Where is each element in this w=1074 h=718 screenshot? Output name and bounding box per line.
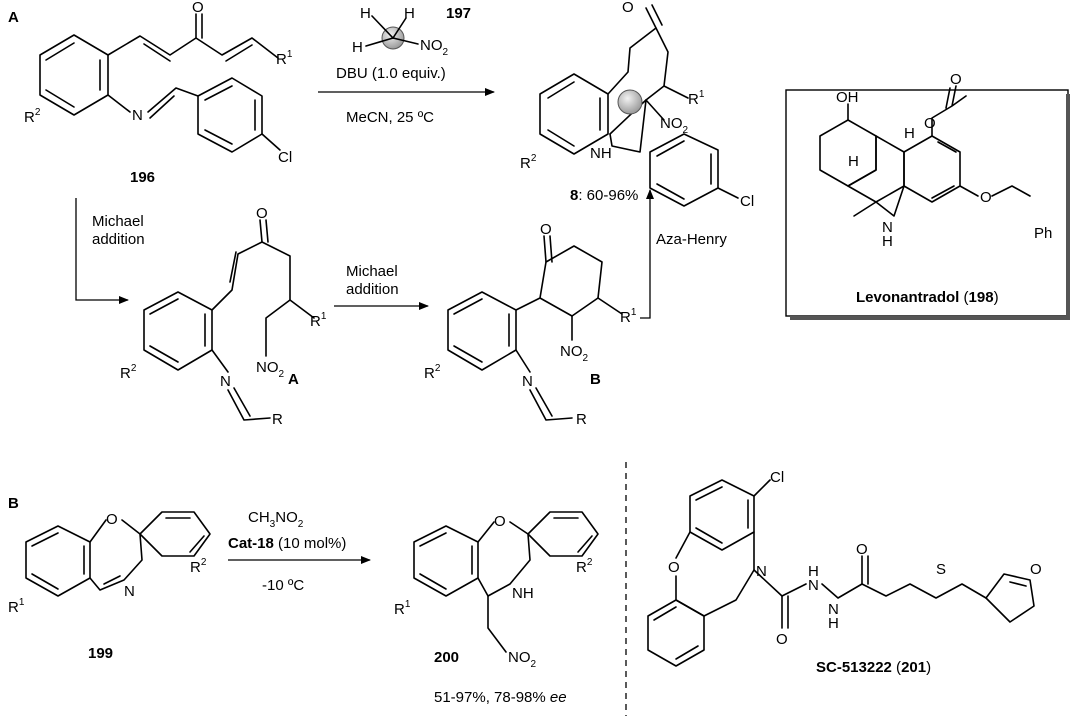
intermediate-b-structure bbox=[447, 235, 623, 421]
compound-200-nitro: NO2 bbox=[508, 649, 537, 670]
aza-henry-arrow bbox=[640, 189, 654, 319]
panel-b-label: B bbox=[8, 495, 19, 512]
compound-197-label: 197 bbox=[446, 5, 471, 22]
reagent-dbu: DBU (1.0 equiv.) bbox=[336, 65, 446, 82]
panel-a-label: A bbox=[8, 9, 19, 26]
levonantradol-label: Levonantradol (198) bbox=[856, 289, 999, 306]
intermediate-a-r: R bbox=[272, 411, 283, 428]
atom-n: N bbox=[132, 107, 143, 124]
atom-cl: Cl bbox=[278, 149, 292, 166]
step1-line2: addition bbox=[92, 231, 145, 248]
compound-200-r1: R1 bbox=[394, 599, 411, 618]
intermediate-a-label: A bbox=[288, 371, 299, 388]
compound-201-nh1: NH bbox=[808, 563, 819, 594]
intermediate-a-structure bbox=[143, 219, 315, 421]
atom-o: O bbox=[192, 0, 204, 16]
compound-201-furan-o: O bbox=[1030, 561, 1042, 578]
nitro-group: NO2 bbox=[420, 37, 449, 58]
intermediate-b-nitro: NO2 bbox=[560, 343, 589, 364]
levonantradol-h1: H bbox=[904, 125, 915, 142]
product-8-cl: Cl bbox=[740, 193, 754, 210]
intermediate-a-n: N bbox=[220, 373, 231, 390]
compound-199-o: O bbox=[106, 511, 118, 528]
compound-200-structure bbox=[413, 511, 599, 653]
step2-line1: Michael bbox=[346, 263, 398, 280]
levonantradol-h2: H bbox=[848, 153, 859, 170]
compound-200-yield: 51-97%, 78-98% ee bbox=[434, 689, 567, 706]
levonantradol-side-chain bbox=[991, 185, 1031, 197]
compound-201-n: N bbox=[756, 563, 767, 580]
compound-200-label: 200 bbox=[434, 649, 459, 666]
intermediate-a-r2: R2 bbox=[120, 363, 137, 382]
product-8-structure bbox=[539, 4, 739, 207]
intermediate-b-label: B bbox=[590, 371, 601, 388]
product-8-yield: 8: 60-96% bbox=[570, 187, 638, 204]
product-8-r2: R2 bbox=[520, 153, 537, 172]
product-8-r1: R1 bbox=[688, 89, 705, 108]
levonantradol-ester-o: O bbox=[950, 71, 962, 88]
compound-199-r2: R2 bbox=[190, 557, 207, 576]
compound-201-ring-o: O bbox=[668, 559, 680, 576]
intermediate-a-nitro: NO2 bbox=[256, 359, 285, 380]
catalyst-text: Cat-18 (10 mol%) bbox=[228, 535, 346, 552]
step3-label: Aza-Henry bbox=[656, 231, 727, 248]
panel-b-temperature: -10 ºC bbox=[262, 577, 304, 594]
reagent-ch3no2: CH3NO2 bbox=[248, 509, 304, 530]
levonantradol-ph: Ph bbox=[1034, 225, 1052, 242]
compound-201-structure bbox=[647, 479, 1035, 667]
intermediate-b-o: O bbox=[540, 221, 552, 238]
atom-h1: H bbox=[360, 5, 371, 22]
compound-199-label: 199 bbox=[88, 645, 113, 662]
product-8-ketone-o: O bbox=[622, 0, 634, 16]
compound-200-nh: NH bbox=[512, 585, 534, 602]
product-8-nitro: NO2 bbox=[660, 115, 689, 136]
compound-196-structure bbox=[39, 13, 281, 153]
step2-line2: addition bbox=[346, 281, 399, 298]
compound-197-structure bbox=[365, 15, 419, 50]
compound-201-cl: Cl bbox=[770, 469, 784, 486]
substituent-r2: R2 bbox=[24, 107, 41, 126]
substituent-r1: R1 bbox=[276, 49, 293, 68]
conditions-solvent: MeCN, 25 ºC bbox=[346, 109, 434, 126]
atom-h2: H bbox=[352, 39, 363, 56]
product-8-nh: NH bbox=[590, 145, 612, 162]
compound-196-label: 196 bbox=[130, 169, 155, 186]
michael-arrow-1 bbox=[75, 198, 129, 304]
compound-201-s: S bbox=[936, 561, 946, 578]
intermediate-b-r: R bbox=[576, 411, 587, 428]
compound-199-structure bbox=[25, 511, 211, 597]
compound-200-r2: R2 bbox=[576, 557, 593, 576]
levonantradol-ether-o: O bbox=[980, 189, 992, 206]
atom-h3: H bbox=[404, 5, 415, 22]
levonantradol-oh: OH bbox=[836, 89, 859, 106]
compound-201-label: SC-513222 (201) bbox=[816, 659, 931, 676]
step1-line1: Michael bbox=[92, 213, 144, 230]
compound-200-o: O bbox=[494, 513, 506, 530]
intermediate-b-n: N bbox=[522, 373, 533, 390]
intermediate-b-r2: R2 bbox=[424, 363, 441, 382]
intermediate-a-r1: R1 bbox=[310, 311, 327, 330]
compound-199-n: N bbox=[124, 583, 135, 600]
compound-201-carbonyl-o1: O bbox=[776, 631, 788, 648]
intermediate-a-o: O bbox=[256, 205, 268, 222]
levonantradol-structure bbox=[819, 85, 979, 217]
levonantradol-ring-o: O bbox=[924, 115, 936, 132]
compound-199-r1: R1 bbox=[8, 597, 25, 616]
compound-201-carbonyl-o2: O bbox=[856, 541, 868, 558]
intermediate-b-r1: R1 bbox=[620, 307, 637, 326]
